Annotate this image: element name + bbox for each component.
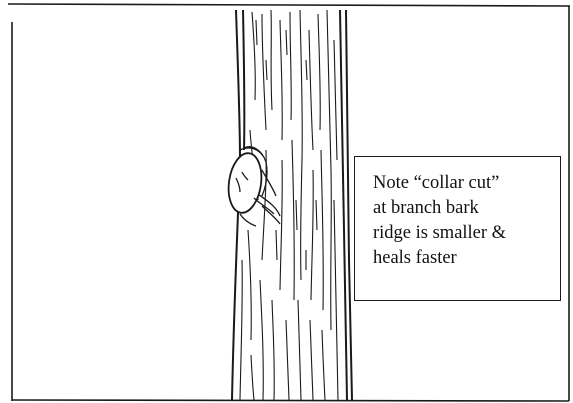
note-line: heals faster — [373, 246, 550, 271]
note-line: at branch bark — [373, 196, 550, 221]
branch-collar-cut — [225, 151, 265, 215]
note-line: ridge is smaller & — [373, 221, 550, 246]
note-callout-box: Note “collar cut” at branch bark ridge i… — [354, 156, 561, 301]
note-line: Note “collar cut” — [373, 171, 550, 196]
